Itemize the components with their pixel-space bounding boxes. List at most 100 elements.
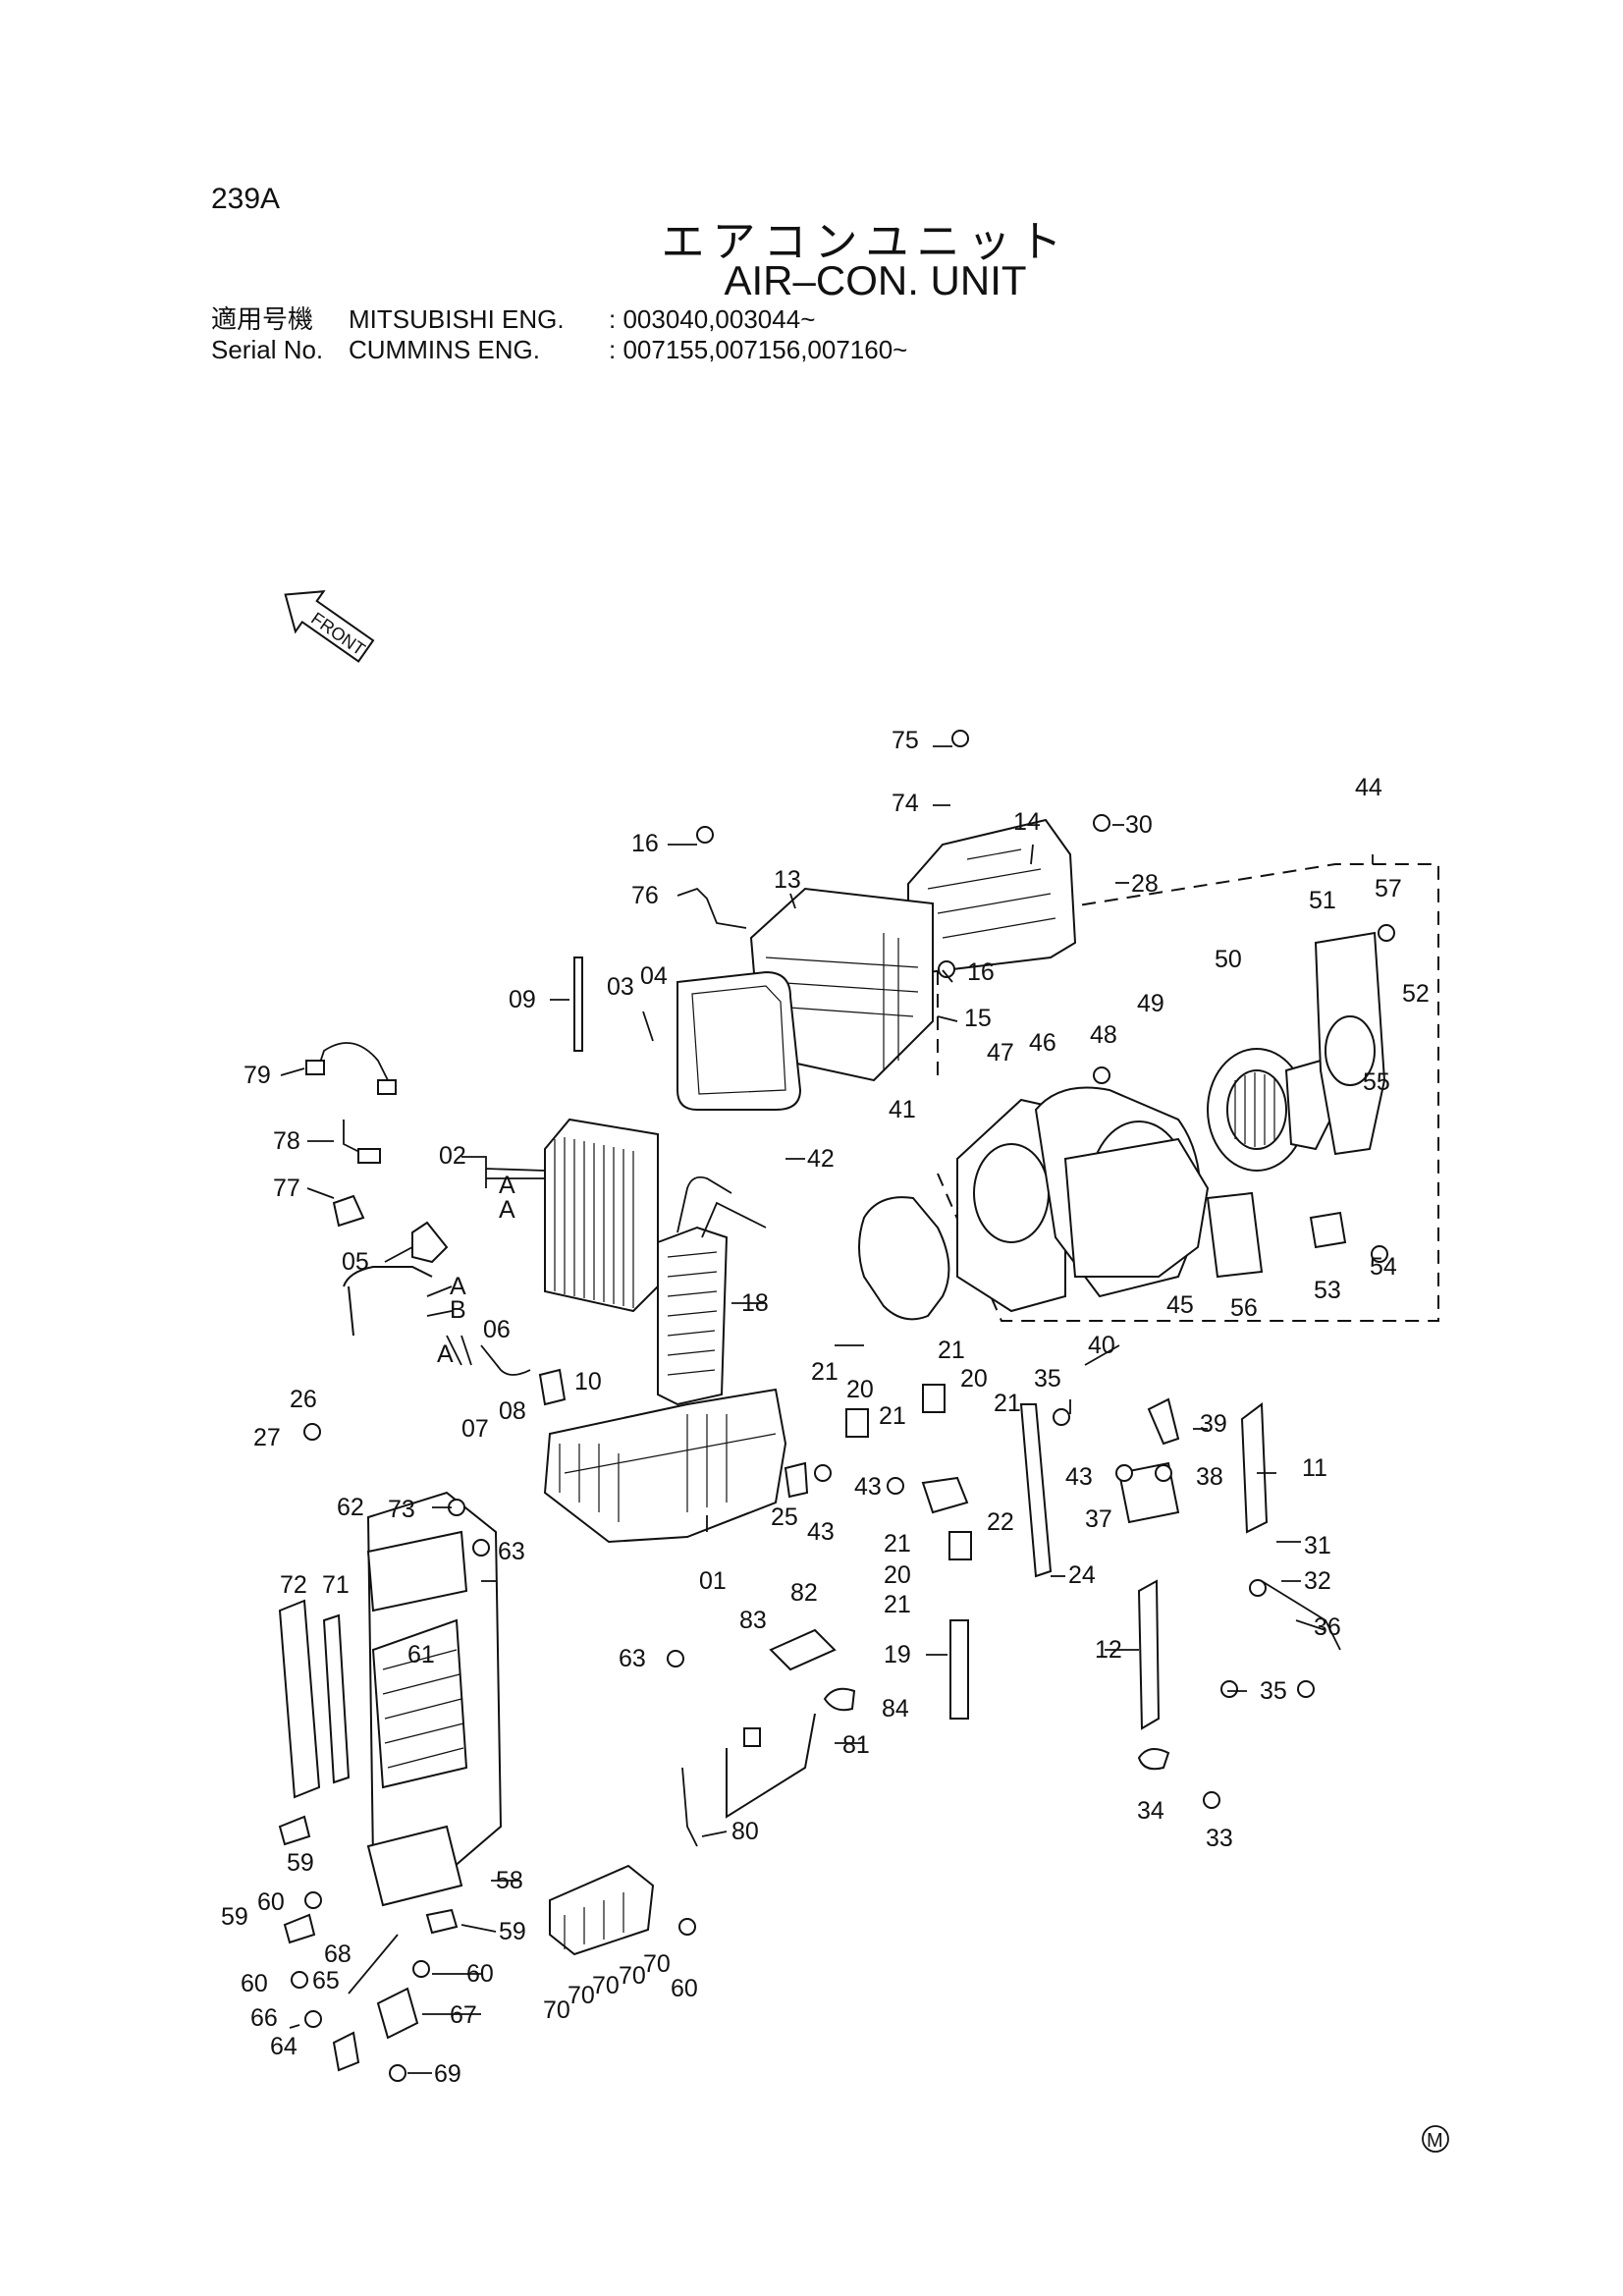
clip-59a [278,1815,311,1846]
connector-block-70 [549,1864,655,1956]
part-label: 07 [461,1415,489,1443]
part-label: 30 [1125,811,1153,839]
part-label: 11 [1302,1454,1327,1482]
part-label: 01 [699,1567,727,1595]
valve-22 [921,1476,969,1514]
part-label: 42 [807,1145,835,1173]
rod-40 [1084,1344,1120,1366]
part-label: 67 [450,2001,477,2029]
part-label: 78 [273,1127,300,1155]
resistor [1309,1211,1347,1249]
bracket-67 [376,1987,419,2040]
serial-numbers: : 007155,007156,007160~ [609,335,908,364]
corner-mark: M [1427,2130,1443,2152]
clip-34 [1137,1748,1170,1771]
lower-housing [366,1491,503,1887]
part-label: 58 [496,1867,523,1894]
part-label: 48 [1090,1021,1117,1049]
part-label: 63 [498,1538,525,1565]
part-label: 76 [631,882,659,909]
bracket-25 [784,1461,809,1499]
part-label: 21 [884,1591,911,1618]
serial-engine: CUMMINS ENG. [349,335,540,364]
part-label: 20 [846,1376,874,1403]
part-label: 59 [499,1918,526,1945]
hose-81 [726,1713,816,1819]
part-label: 06 [483,1316,511,1343]
blower-fan [1207,1048,1337,1172]
lower-case [543,1388,787,1544]
part-label: 60 [257,1888,285,1916]
panel-12 [1137,1579,1161,1730]
part-label: 34 [1137,1797,1164,1825]
part-label: 46 [1029,1029,1056,1057]
seal-72 [278,1599,321,1799]
clip-59c [425,1908,459,1935]
gasket [676,970,802,1111]
blower-duct [1063,1137,1210,1278]
part-label: 60 [466,1960,494,1988]
part-label: 08 [499,1397,526,1425]
part-label: 16 [631,830,659,857]
screw-icons [291,730,1395,2082]
part-label: 20 [884,1561,911,1589]
sleeve-20a [845,1408,869,1438]
bracket-10 [538,1368,567,1406]
sleeve-20c [948,1531,972,1560]
part-label: 50 [1215,946,1242,973]
part-label: 70 [543,1996,570,2024]
part-label: 31 [1304,1532,1331,1559]
part-label: 47 [987,1039,1014,1066]
part-label: 54 [1370,1253,1397,1281]
rod-36 [1261,1580,1341,1651]
damper-58 [366,1825,463,1907]
part-label: 38 [1196,1463,1223,1491]
part-label: 28 [1131,870,1159,898]
part-label: 60 [671,1975,698,2002]
sensor-05 [411,1221,449,1264]
serial-numbers: : 003040,003044~ [609,304,816,334]
part-label: 22 [987,1508,1014,1536]
serial-engine: MITSUBISHI ENG. [349,304,565,334]
part-labels: 75 74 14 30 28 44 16 76 13 16 15 09 03 0… [221,727,1430,2088]
seal-71 [322,1613,351,1784]
part-label: 20 [960,1365,988,1393]
part-label: 24 [1068,1561,1096,1589]
part-label: 40 [1088,1332,1115,1359]
part-label: 04 [640,962,668,990]
part-label: 77 [273,1175,300,1202]
part-label: 21 [994,1390,1021,1417]
part-label: 25 [771,1503,798,1531]
serial-row-mitsubishi: 適用号機 MITSUBISHI ENG. : 003040,003044~ [211,304,907,335]
thermistor-06 [480,1344,531,1376]
part-label: 70 [592,1972,620,1999]
part-label: 19 [884,1641,911,1668]
part-label: 16 [967,958,995,986]
connector-78 [357,1148,381,1164]
part-label: 27 [253,1424,281,1451]
part-label: 10 [574,1368,602,1395]
part-label: 79 [243,1062,271,1089]
part-label: 57 [1375,875,1402,902]
part-label: 56 [1230,1294,1258,1322]
part-label: 70 [643,1950,671,1978]
part-label: 81 [842,1731,870,1759]
part-label: B [450,1296,466,1324]
part-label: 21 [879,1402,906,1430]
clip-77 [332,1194,365,1228]
part-label: 45 [1166,1291,1194,1319]
part-label: 61 [407,1641,435,1668]
serial-info: 適用号機 MITSUBISHI ENG. : 003040,003044~ Se… [211,304,907,365]
part-label: 21 [811,1358,839,1386]
drain-83 [743,1727,761,1747]
part-label: A [437,1340,454,1368]
part-label: 44 [1355,774,1382,801]
pad-82 [769,1628,837,1671]
heater-core [657,1175,767,1406]
filter-pad [1206,1191,1264,1279]
part-label: 02 [439,1142,466,1170]
leader-lines [280,745,1374,2074]
part-label: 80 [731,1818,759,1845]
part-label: 32 [1304,1567,1331,1595]
